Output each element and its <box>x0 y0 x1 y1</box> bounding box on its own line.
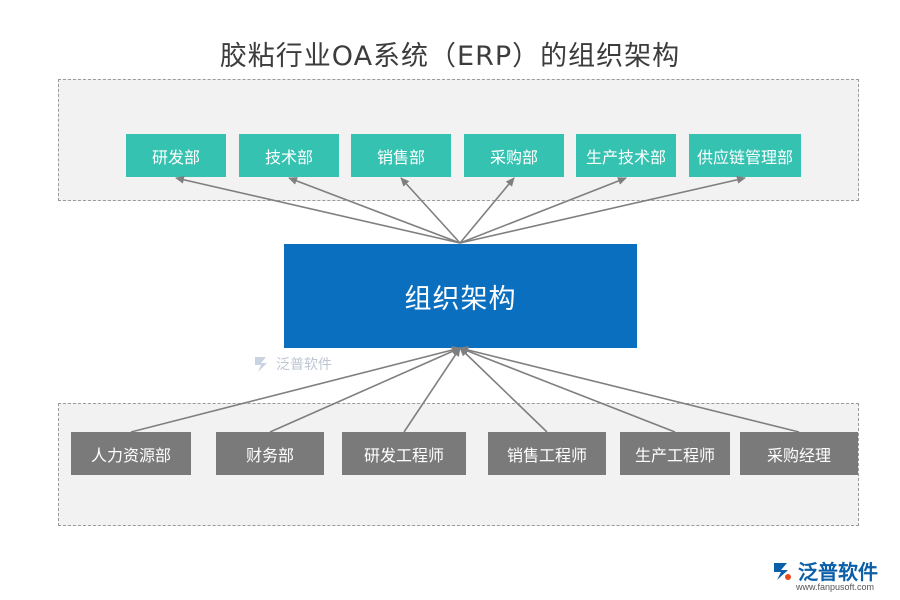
role-box-hr: 人力资源部 <box>71 432 191 475</box>
role-box-purchase-manager: 采购经理 <box>740 432 858 475</box>
brand-logo: 泛普软件 <box>770 556 878 585</box>
role-box-finance: 财务部 <box>216 432 324 475</box>
org-structure-box: 组织架构 <box>284 244 637 348</box>
department-box-rd: 研发部 <box>126 134 226 177</box>
watermark-text: 泛普软件 <box>276 357 332 373</box>
role-box-sales-engineer: 销售工程师 <box>488 432 606 475</box>
brand-url: www.fanpusoft.com <box>796 582 875 592</box>
fanpu-logo-icon <box>255 357 267 372</box>
department-box-purchase: 采购部 <box>464 134 564 177</box>
watermark: 泛普软件 <box>252 354 332 374</box>
role-box-rd-engineer: 研发工程师 <box>342 432 466 475</box>
department-box-tech: 技术部 <box>239 134 339 177</box>
fanpu-logo-icon <box>774 562 791 580</box>
brand-logo-text: 泛普软件 <box>798 560 878 584</box>
diagram-title: 胶粘行业OA系统（ERP）的组织架构 <box>219 41 681 72</box>
department-box-sales: 销售部 <box>351 134 451 177</box>
role-box-production-engineer: 生产工程师 <box>620 432 730 475</box>
department-box-production-tech: 生产技术部 <box>576 134 676 177</box>
department-box-supply-chain: 供应链管理部 <box>689 134 801 177</box>
